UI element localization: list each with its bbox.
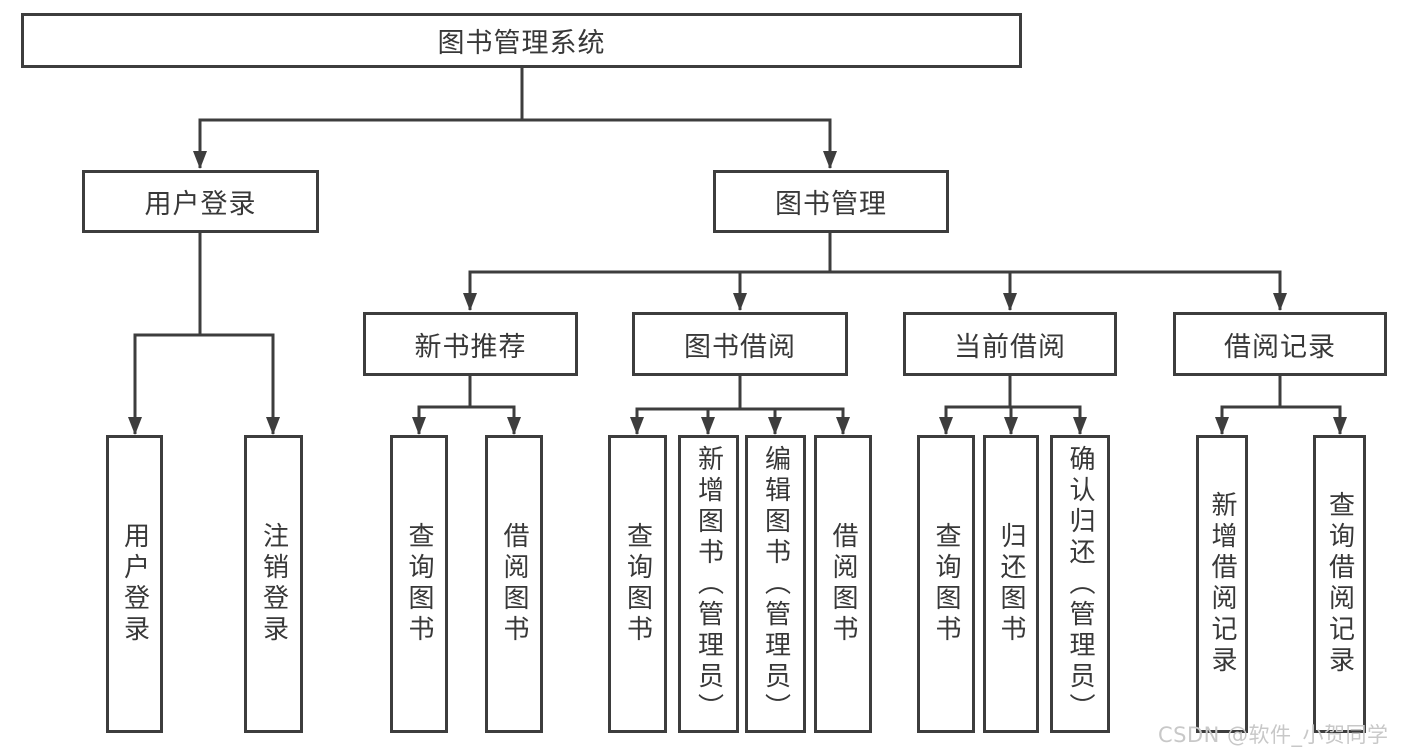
leaf-borrow-query-book-label: 查询图书 — [622, 522, 653, 646]
leaf-return-book-label: 归还图书 — [996, 522, 1026, 646]
leaf-borrow-book-label: 借阅图书 — [828, 522, 858, 646]
node-user-login-label: 用户登录 — [144, 189, 257, 220]
node-book-borrow-label: 图书借阅 — [684, 331, 796, 363]
connector-root-comb — [193, 118, 837, 169]
connector-new-comb — [412, 405, 521, 435]
leaf-new-borrow-book-label: 借阅图书 — [499, 522, 529, 646]
leaf-query-borrow-record: 查询借阅记录 — [1313, 435, 1366, 733]
connector-current-comb — [939, 405, 1087, 435]
connector-mgmt-comb — [463, 270, 1287, 311]
node-current-borrow: 当前借阅 — [903, 312, 1117, 376]
leaf-add-book-admin-label: 新增图书（管理员） — [693, 444, 724, 724]
node-book-borrow: 图书借阅 — [632, 312, 848, 376]
leaf-add-borrow-record: 新增借阅记录 — [1196, 435, 1248, 733]
leaf-edit-book-admin: 编辑图书（管理员） — [745, 435, 806, 733]
node-root-label: 图书管理系统 — [437, 28, 606, 59]
leaf-logout: 注销登录 — [244, 435, 303, 733]
node-new-book-recommend-label: 新书推荐 — [414, 331, 527, 363]
leaf-borrow-query-book: 查询图书 — [608, 435, 667, 733]
connector-record-comb — [1215, 405, 1347, 435]
leaf-current-query-book-label: 查询图书 — [931, 522, 961, 646]
watermark: CSDN @软件_小贺同学 — [1158, 723, 1389, 747]
connector-borrow-comb — [630, 407, 850, 435]
leaf-logout-label: 注销登录 — [258, 522, 289, 646]
leaf-user-login-label: 用户登录 — [119, 522, 150, 646]
leaf-new-borrow-book: 借阅图书 — [485, 435, 543, 733]
leaf-current-query-book: 查询图书 — [917, 435, 975, 733]
node-root: 图书管理系统 — [21, 13, 1022, 68]
node-user-login: 用户登录 — [82, 170, 319, 233]
node-borrow-record-label: 借阅记录 — [1224, 331, 1336, 363]
leaf-edit-book-admin-label: 编辑图书（管理员） — [760, 444, 791, 724]
connector-login-comb — [128, 333, 280, 435]
node-borrow-record: 借阅记录 — [1173, 312, 1387, 376]
node-current-borrow-label: 当前借阅 — [954, 331, 1066, 363]
leaf-new-query-book-label: 查询图书 — [404, 522, 434, 646]
leaf-confirm-return-admin-label: 确认归还（管理员） — [1065, 444, 1095, 724]
leaf-confirm-return-admin: 确认归还（管理员） — [1050, 435, 1110, 733]
node-book-management-label: 图书管理 — [775, 189, 887, 220]
leaf-add-book-admin: 新增图书（管理员） — [678, 435, 739, 733]
leaf-query-borrow-record-label: 查询借阅记录 — [1324, 491, 1355, 677]
node-new-book-recommend: 新书推荐 — [363, 312, 578, 376]
leaf-user-login: 用户登录 — [106, 435, 163, 733]
node-book-management: 图书管理 — [713, 170, 949, 233]
leaf-new-query-book: 查询图书 — [390, 435, 448, 733]
leaf-return-book: 归还图书 — [983, 435, 1039, 733]
leaf-borrow-book: 借阅图书 — [814, 435, 872, 733]
leaf-add-borrow-record-label: 新增借阅记录 — [1207, 491, 1237, 677]
